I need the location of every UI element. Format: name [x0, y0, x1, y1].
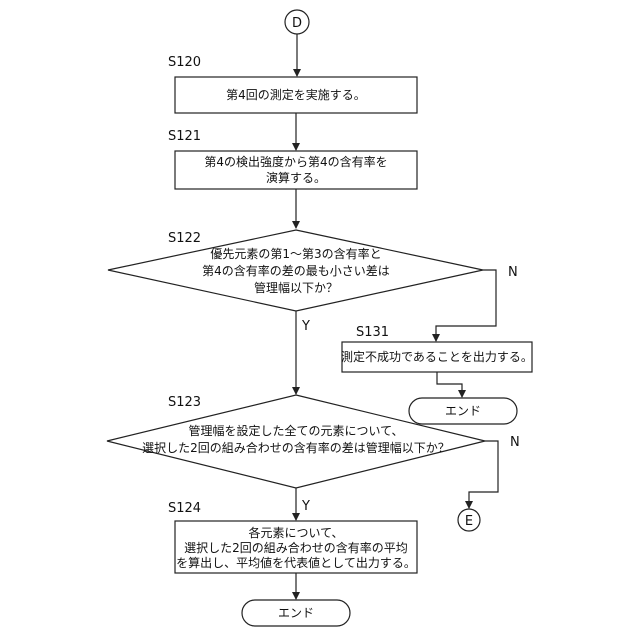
step-label-s124: S124 — [168, 501, 201, 516]
s124-text-line-1: 各元素について、 — [248, 525, 343, 540]
s123-yes-label: Y — [301, 499, 310, 514]
step-label-s120: S120 — [168, 55, 201, 70]
s123-no-label: N — [510, 435, 520, 450]
end-2-text: エンド — [278, 606, 314, 620]
arrow-s122-no — [436, 270, 496, 341]
s121-text-line-2: 演算する。 — [266, 170, 326, 185]
s120-text-line-1: 第4回の測定を実施する。 — [226, 87, 366, 102]
process-s121: 第4の検出強度から第4の含有率を 演算する。 — [175, 151, 417, 189]
process-s124: 各元素について、 選択した2回の組み合わせの含有率の平均 を算出し、平均値を代表… — [175, 521, 417, 573]
connector-e-label: E — [465, 514, 473, 529]
s124-text-line-3: を算出し、平均値を代表値として出力する。 — [176, 555, 416, 570]
connector-d: D — [285, 10, 309, 34]
s122-text-line-2: 第4の含有率の差の最も小さい差は — [202, 263, 390, 278]
step-label-s131: S131 — [356, 325, 389, 340]
s122-yes-label: Y — [301, 319, 310, 334]
step-label-s123: S123 — [168, 395, 201, 410]
connector-d-label: D — [292, 16, 302, 31]
s123-text-line-2: 選択した2回の組み合わせの含有率の差は管理幅以下か？ — [142, 440, 450, 455]
terminal-end-2: エンド — [242, 600, 350, 626]
process-s131: 測定不成功であることを出力する。 — [341, 342, 533, 372]
s124-text-line-2: 選択した2回の組み合わせの含有率の平均 — [184, 540, 408, 555]
arrow-s131-end — [437, 372, 462, 397]
s122-text-line-3: 管理幅以下か？ — [254, 280, 338, 295]
s123-text-line-1: 管理幅を設定した全ての元素について、 — [188, 423, 403, 438]
process-s120: 第4回の測定を実施する。 — [175, 77, 417, 113]
s131-text-line-1: 測定不成功であることを出力する。 — [341, 349, 533, 364]
end-1-text: エンド — [445, 404, 481, 418]
terminal-end-1: エンド — [409, 398, 517, 424]
arrow-s123-no — [469, 441, 498, 508]
s122-no-label: N — [508, 265, 518, 280]
step-label-s122: S122 — [168, 231, 201, 246]
s121-text-line-1: 第4の検出強度から第4の含有率を — [204, 154, 387, 169]
s122-text-line-1: 優先元素の第1～第3の含有率と — [210, 246, 381, 261]
decision-s122: 優先元素の第1～第3の含有率と 第4の含有率の差の最も小さい差は 管理幅以下か？ — [108, 230, 483, 311]
connector-e: E — [458, 509, 480, 531]
step-label-s121: S121 — [168, 129, 201, 144]
